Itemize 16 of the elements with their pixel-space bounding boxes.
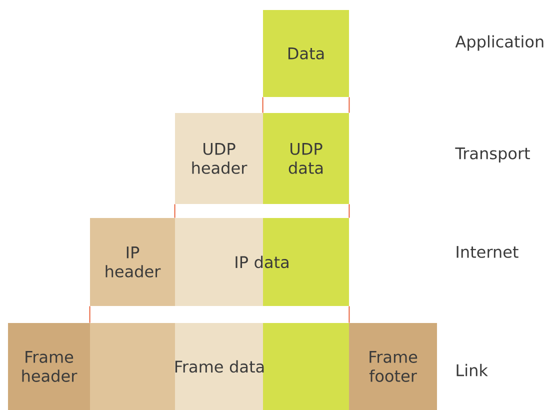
connector-line (348, 306, 350, 324)
layer-name: Transport (455, 148, 530, 162)
connector-line (348, 204, 350, 218)
connector-line (348, 96, 350, 114)
layer-box: Data (263, 10, 349, 97)
connector-line (174, 204, 176, 218)
layer-box: UDP data (263, 113, 349, 204)
layer-box: Frame footer (349, 323, 437, 410)
layer-box: UDP header (175, 113, 263, 204)
layer-box: IP header (90, 218, 175, 306)
layer-name: Application (455, 35, 544, 51)
layer-name: Link (456, 364, 488, 376)
layer-name: Internet (456, 246, 518, 258)
layer-box: Frame header (8, 323, 90, 410)
connector-line (89, 306, 90, 324)
connector-line (262, 96, 264, 114)
